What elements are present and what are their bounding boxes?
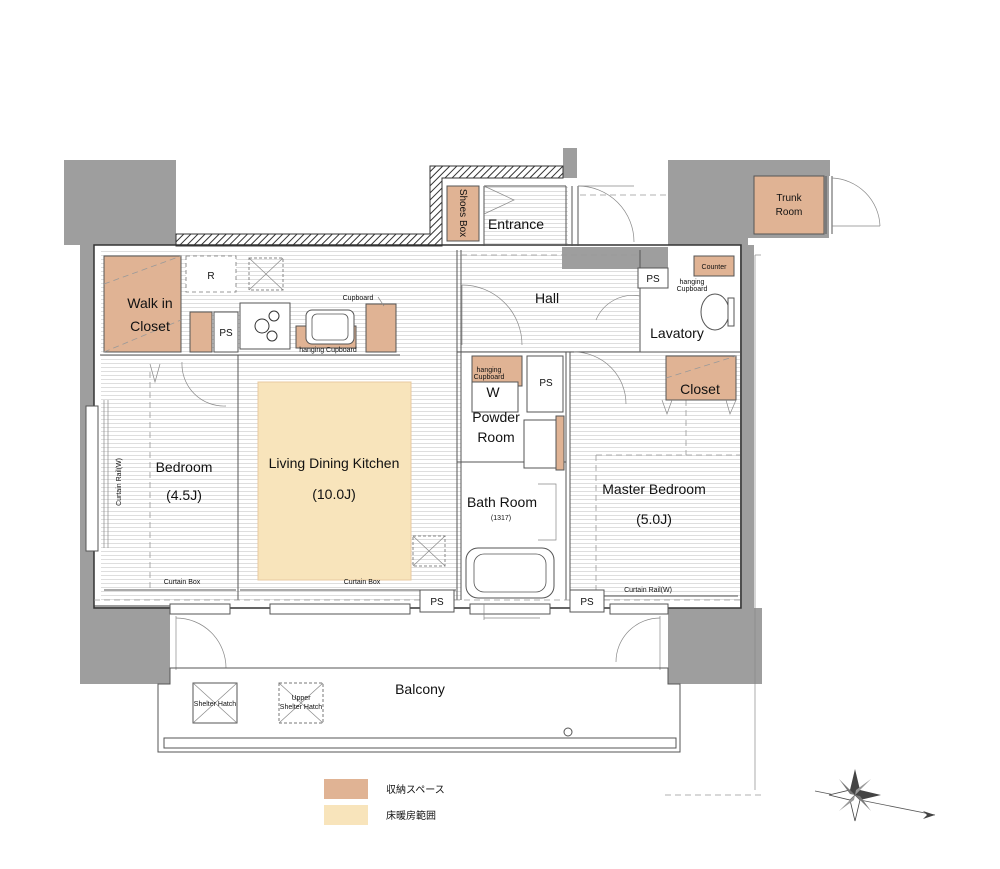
- legend-floor-heating-label: 床暖房範囲: [386, 809, 436, 822]
- ps-label-closet: PS: [219, 328, 233, 339]
- balcony-door-left[interactable]: [175, 617, 227, 669]
- entrance-label: Entrance: [488, 216, 544, 232]
- lavatory: PS Counter hanging Cupboard Lavatory: [595, 255, 735, 341]
- ldk-label: Living Dining Kitchen: [269, 455, 400, 471]
- shoes-box: [446, 185, 480, 242]
- legend-storage-label: 収納スペース: [386, 783, 445, 796]
- washbasin-icon: [523, 419, 557, 469]
- curtain-rail-left-label: Curtain Rail(W): [116, 458, 123, 506]
- upper-shelter-hatch-label-1: Upper: [291, 695, 311, 702]
- washer-label: W: [486, 384, 500, 400]
- hall: Hall: [461, 284, 627, 405]
- kitchen: R hanging Cupboard Cupboard: [185, 255, 397, 354]
- bedroom: Bedroom (4.5J) Curtain Rail(W) Curtain B…: [85, 361, 236, 591]
- entrance-door-swing[interactable]: [577, 185, 635, 243]
- lavatory-label: Lavatory: [650, 325, 704, 341]
- hatched-wall: [175, 165, 564, 247]
- powder-room-label-1: Powder: [472, 409, 520, 425]
- balcony: Balcony Shelter Hatch Upper Shelter Hatc…: [157, 667, 681, 753]
- hanging-cupboard-lav-1: hanging: [680, 279, 705, 286]
- refrigerator-label: R: [207, 271, 214, 282]
- floor-heating-area: [257, 381, 412, 581]
- upper-shelter-hatch-label-2: Shelter Hatch: [280, 704, 323, 711]
- ldk: Living Dining Kitchen (10.0J) Curtain Bo…: [240, 381, 456, 591]
- shoes-box-label: Shoes Box: [457, 189, 468, 237]
- closet-label: Closet: [680, 381, 720, 397]
- legend-storage-swatch: [324, 779, 368, 799]
- legend-floor-heating-swatch: [324, 805, 368, 825]
- toilet-bowl: [700, 293, 730, 331]
- curtain-rail-right-label: Curtain Rail(W): [624, 587, 672, 594]
- sink-icon: [305, 309, 355, 345]
- cupboard-label: Cupboard: [343, 295, 374, 302]
- bedroom-size: (4.5J): [166, 487, 202, 503]
- curtain-box-left-label: Curtain Box: [164, 579, 201, 586]
- master-bedroom: Closet Master Bedroom (5.0J) Curtain Rai…: [602, 355, 738, 597]
- entrance-area: Shoes Box Entrance: [446, 185, 635, 246]
- windows: [169, 603, 669, 670]
- counter-label: Counter: [702, 264, 728, 271]
- curtain-box-center-label: Curtain Box: [344, 579, 381, 586]
- hanging-cupboard-kitchen-label: hanging Cupboard: [299, 347, 357, 354]
- pipe-spaces: PS PS: [419, 589, 605, 613]
- hall-door-swing[interactable]: [461, 284, 523, 346]
- bath-room: Bath Room (1317): [465, 483, 557, 599]
- powder-room: hanging Cupboard W PS Powder Room: [471, 355, 565, 471]
- stove-burner-icon: [254, 318, 270, 334]
- balcony-door-right[interactable]: [615, 617, 661, 663]
- walk-in-closet: Walk in Closet PS: [103, 255, 239, 353]
- walk-in-closet-label-2: Closet: [130, 318, 170, 334]
- trunk-door-swing[interactable]: [831, 177, 881, 227]
- ps-label-bottom-left: PS: [430, 597, 444, 608]
- hanging-cupboard-lav-2: Cupboard: [677, 286, 708, 293]
- trunk-room: Trunk Room: [753, 175, 881, 235]
- bath-room-size: (1317): [491, 515, 511, 522]
- bathtub-icon: [465, 547, 555, 599]
- master-bedroom-label: Master Bedroom: [602, 481, 705, 497]
- master-bedroom-size: (5.0J): [636, 511, 672, 527]
- hanging-cupboard-powder-1: hanging: [477, 367, 502, 374]
- ps-label-hall: PS: [646, 274, 660, 285]
- legend: 収納スペース 床暖房範囲: [324, 779, 445, 825]
- trunk-room-label-2: Room: [776, 207, 803, 218]
- bedroom-label: Bedroom: [156, 459, 213, 475]
- washer-space: [471, 381, 519, 413]
- ldk-size: (10.0J): [312, 486, 356, 502]
- ps-label-bottom-right: PS: [580, 597, 594, 608]
- compass-icon: [814, 769, 936, 822]
- trunk-room-label-1: Trunk: [776, 193, 802, 204]
- hall-label: Hall: [535, 290, 559, 306]
- walk-in-closet-label-1: Walk in: [127, 295, 172, 311]
- hanging-cupboard-powder-2: Cupboard: [474, 374, 505, 381]
- ps-label-powder: PS: [539, 378, 553, 389]
- shelter-hatch-label: Shelter Hatch: [194, 701, 237, 708]
- bath-room-label: Bath Room: [467, 494, 537, 510]
- powder-room-label-2: Room: [477, 429, 514, 445]
- balcony-label: Balcony: [395, 681, 445, 697]
